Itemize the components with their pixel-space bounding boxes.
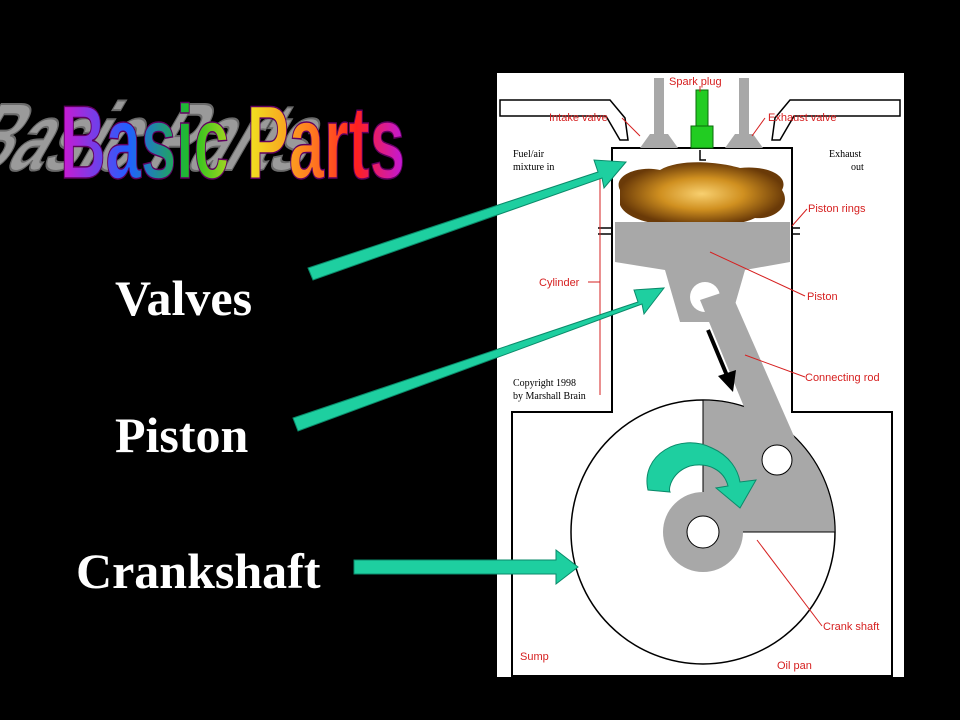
crank-hub-hole [686,515,720,549]
piston-shape [615,222,790,322]
spark-plug-body [695,89,709,127]
connecting-rod [700,290,800,470]
spark-plug-tip [699,150,706,161]
leader-crank [756,539,823,627]
leader-exhaust [751,117,766,137]
motion-arrow-line [706,329,730,379]
title-wordart: Basic Parts Basic Parts [0,82,406,202]
fuel-air-text-2: mixture in [513,162,554,173]
leader-intake [621,117,641,137]
crank-shaft-text: Crank shaft [823,621,879,633]
intake-valve-stem [654,78,664,136]
crank-pin [761,444,793,476]
exhaust-port [771,99,901,141]
piston-pointer-arrow [292,287,666,432]
svg-text:Basic Parts: Basic Parts [0,83,349,190]
exhaust-text-2: out [851,162,864,173]
piston-rings-text: Piston rings [808,203,866,215]
spark-plug-base [690,125,714,149]
exhaust-valve-stem [739,78,749,136]
title-text: Basic Parts [60,85,405,201]
title-shadow: Basic Parts [0,82,350,191]
spark-plug-text: Spark plug [669,76,722,88]
combustion-flame [618,162,785,226]
piston-text: Piston [807,291,838,303]
rotation-arrow-icon [646,442,757,509]
motion-arrow-head [718,370,736,392]
copyright-text-1: Copyright 1998 [513,378,576,389]
intake-port [499,99,629,141]
exhaust-text-1: Exhaust [829,149,861,160]
valves-label: Valves [115,270,253,326]
intake-valve-head [640,134,678,148]
connecting-rod-text: Connecting rod [805,372,880,384]
copyright-text-2: by Marshall Brain [513,391,586,402]
crankshaft-label: Crankshaft [76,543,321,599]
oil-pan-text: Oil pan [777,660,812,672]
exhaust-valve-text: Exhaust valve [768,112,836,124]
exhaust-valve-head [725,134,763,148]
valves-pointer-arrow [307,159,628,281]
leader-piston [709,251,806,297]
engine-block-outline [511,147,893,677]
fuel-air-text-1: Fuel/air [513,149,545,160]
leader-rings [791,208,808,227]
leader-lines [588,86,823,627]
leader-rod [744,354,806,378]
crankshaft-pointer-arrow [353,548,579,586]
cylinder-text: Cylinder [539,277,580,289]
intake-valve-text: Intake valve [549,112,608,124]
piston-label: Piston [115,407,249,463]
sump-text: Sump [520,651,549,663]
pointer-arrows [292,159,666,586]
